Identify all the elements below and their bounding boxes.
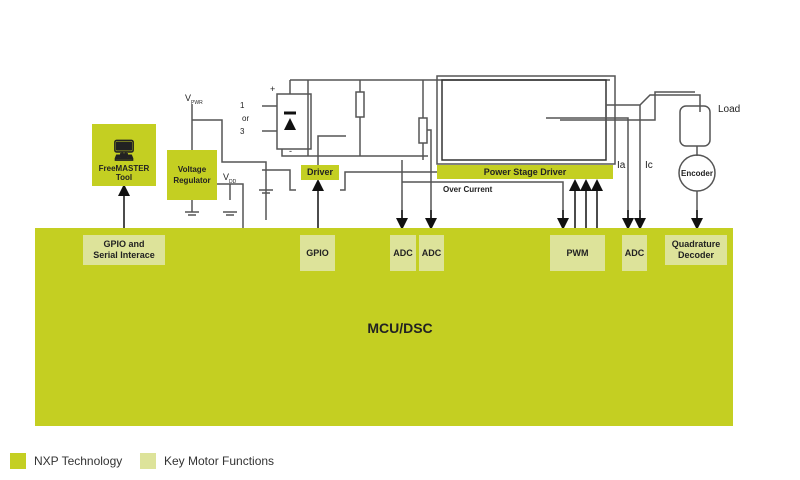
vpwr-feed <box>192 119 267 220</box>
legend-swatch-nxp <box>10 453 26 469</box>
load-label: Load <box>718 104 741 115</box>
vpwr-text: V <box>185 93 192 103</box>
vpwr-label: VPWR <box>185 93 203 106</box>
over-current-label: Over Current <box>443 185 493 194</box>
driver-block: Driver <box>301 165 339 180</box>
periph-adc-3: ADC <box>622 235 647 271</box>
minus-label: - <box>289 146 292 156</box>
legend-swatch-key <box>140 453 156 469</box>
periph-adc-1: ADC <box>390 235 416 271</box>
periph-adc-2: ADC <box>419 235 444 271</box>
vdd-label: VDD <box>223 172 236 185</box>
periph-pwm: PWM <box>550 235 605 271</box>
freemaster-label: FreeMASTER Tool <box>98 164 150 182</box>
vpwr-sub: PWR <box>191 99 203 106</box>
rectifier <box>276 93 312 150</box>
power-stage-driver-block: Power Stage Driver <box>437 165 613 179</box>
periph-quadrature-decoder: Quadrature Decoder <box>665 235 727 265</box>
ia-label: Ia <box>617 160 626 171</box>
vdd-text: V <box>223 172 230 182</box>
phase-3-label: 3 <box>240 127 245 136</box>
legend-nxp: NXP Technology <box>10 453 122 469</box>
legend-label-key: Key Motor Functions <box>164 454 275 468</box>
freemaster-tool-block: 🖥 FreeMASTER Tool <box>92 124 156 186</box>
legend-label-nxp: NXP Technology <box>34 454 123 468</box>
vdd-sub: DD <box>229 178 237 185</box>
plus-label: + <box>270 84 276 94</box>
or-label: or <box>242 114 250 123</box>
periph-gpio: GPIO <box>300 235 335 271</box>
encoder-block: Encoder <box>680 168 713 178</box>
legend-key: Key Motor Functions <box>140 453 274 469</box>
ic-label: Ic <box>645 160 653 171</box>
computer-icon: 🖥 <box>111 140 137 162</box>
voltage-regulator-block: Voltage Regulator <box>167 150 217 200</box>
phase-1-label: 1 <box>240 101 245 110</box>
periph-gpio-serial: GPIO and Serial Interace <box>83 235 165 265</box>
mcu-label: MCU/DSC <box>367 319 433 336</box>
